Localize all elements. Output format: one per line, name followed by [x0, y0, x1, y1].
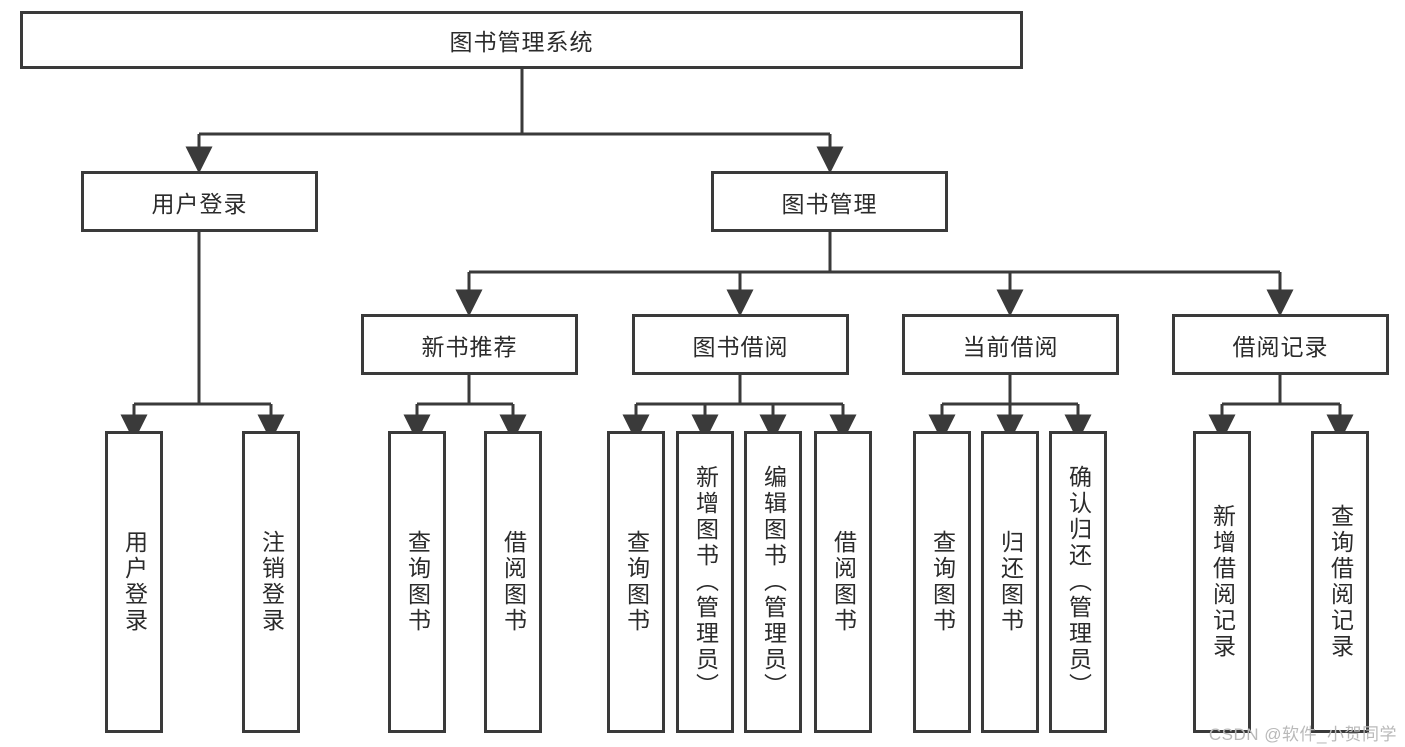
node-leaf-borrow-book-2[interactable]: 借阅图书: [814, 431, 872, 733]
node-leaf-confirm-return[interactable]: 确认归还（管理员）: [1049, 431, 1107, 733]
node-label: 图书管理: [781, 190, 878, 217]
node-label: 编辑图书（管理员）: [760, 465, 787, 699]
node-label: 当前借阅: [962, 333, 1059, 360]
node-label: 查询图书: [623, 530, 650, 634]
node-leaf-edit-book[interactable]: 编辑图书（管理员）: [744, 431, 802, 733]
node-leaf-logout-login[interactable]: 注销登录: [242, 431, 300, 733]
node-leaf-query-book-2[interactable]: 查询图书: [607, 431, 665, 733]
node-label: 归还图书: [997, 530, 1024, 634]
node-label: 确认归还（管理员）: [1065, 465, 1092, 699]
node-label: 注销登录: [258, 530, 285, 634]
node-label: 查询图书: [929, 530, 956, 634]
node-label: 用户登录: [121, 530, 148, 634]
node-leaf-add-record[interactable]: 新增借阅记录: [1193, 431, 1251, 733]
node-label: 借阅记录: [1232, 333, 1329, 360]
node-book-borrow[interactable]: 图书借阅: [632, 314, 849, 375]
node-current-borrow[interactable]: 当前借阅: [902, 314, 1119, 375]
node-label: 图书管理系统: [449, 29, 594, 55]
node-leaf-return-book[interactable]: 归还图书: [981, 431, 1039, 733]
node-label: 借阅图书: [500, 530, 527, 634]
node-leaf-query-book-1[interactable]: 查询图书: [388, 431, 446, 733]
node-user-login[interactable]: 用户登录: [81, 171, 318, 232]
node-leaf-query-book-3[interactable]: 查询图书: [913, 431, 971, 733]
node-borrow-record[interactable]: 借阅记录: [1172, 314, 1389, 375]
node-label: 新书推荐: [421, 333, 518, 360]
node-label: 查询图书: [404, 530, 431, 634]
node-label: 新增借阅记录: [1209, 504, 1236, 660]
node-book-management[interactable]: 图书管理: [711, 171, 948, 232]
node-label: 查询借阅记录: [1327, 504, 1354, 660]
node-label: 借阅图书: [830, 530, 857, 634]
node-leaf-user-login[interactable]: 用户登录: [105, 431, 163, 733]
node-leaf-query-record[interactable]: 查询借阅记录: [1311, 431, 1369, 733]
node-leaf-borrow-book-1[interactable]: 借阅图书: [484, 431, 542, 733]
node-label: 新增图书（管理员）: [692, 465, 719, 699]
node-new-book-recommend[interactable]: 新书推荐: [361, 314, 578, 375]
node-leaf-add-book[interactable]: 新增图书（管理员）: [676, 431, 734, 733]
node-label: 用户登录: [151, 190, 248, 217]
node-root-book-management-system[interactable]: 图书管理系统: [20, 11, 1023, 69]
node-label: 图书借阅: [692, 333, 789, 360]
